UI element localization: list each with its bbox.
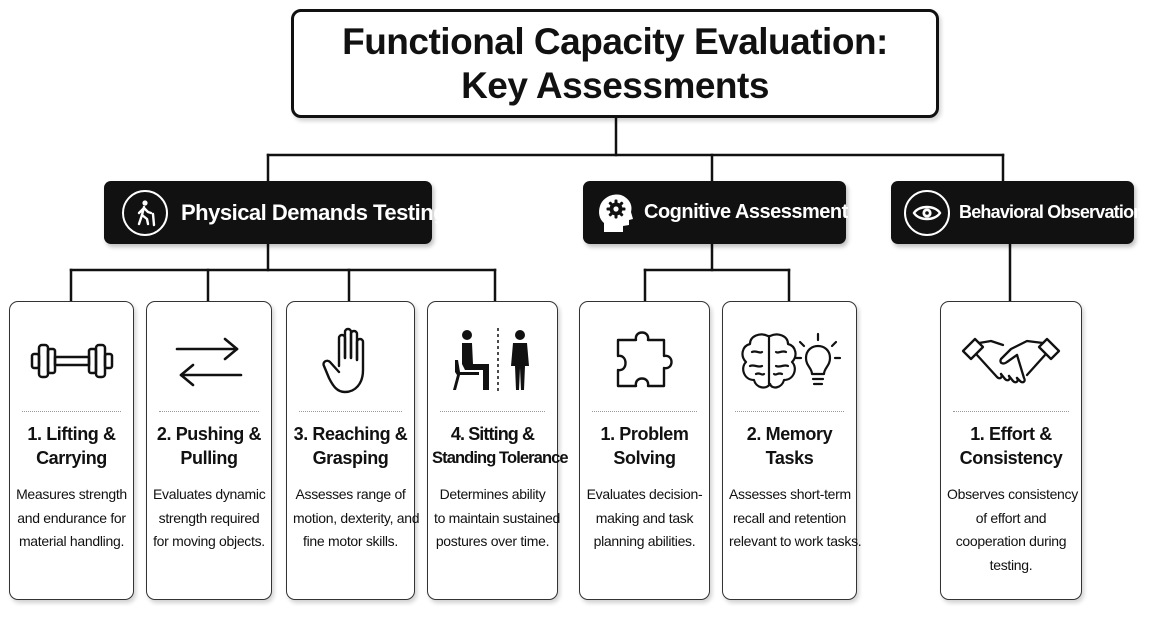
puzzle-piece-icon bbox=[580, 316, 709, 406]
card-divider bbox=[735, 411, 844, 412]
category-cognitive: Cognitive Assessment bbox=[583, 181, 848, 244]
walking-person-icon bbox=[122, 189, 168, 236]
card-sitting-standing: 4. Sitting & Standing Tolerance Determin… bbox=[427, 301, 569, 600]
card-problem-solving: 1. Problem Solving Evaluates decision- m… bbox=[579, 301, 710, 600]
card-title: 1. Effort & Consistency bbox=[959, 424, 1063, 468]
card-divider bbox=[953, 411, 1069, 412]
card-pushing-pulling: 2. Pushing & Pulling Evaluates dynamic s… bbox=[146, 301, 272, 600]
card-divider bbox=[592, 411, 697, 412]
card-description: Assesses short-term recall and retention… bbox=[729, 486, 862, 549]
head-gear-icon bbox=[597, 191, 635, 235]
card-title: 4. Sitting & Standing Tolerance bbox=[432, 424, 569, 467]
card-divider bbox=[159, 411, 259, 412]
card-memory-tasks: 2. Memory Tasks Assesses short-term reca… bbox=[722, 301, 862, 600]
category-label: Physical Demands Testing bbox=[181, 199, 447, 225]
card-title: 2. Pushing & Pulling bbox=[156, 424, 262, 468]
card-title: 1. Lifting & Carrying bbox=[27, 424, 116, 468]
diagram-title: Functional Capacity Evaluation: Key Asse… bbox=[291, 9, 939, 118]
card-divider bbox=[299, 411, 402, 412]
handshake-icon bbox=[941, 316, 1081, 406]
card-lifting-carrying: 1. Lifting & Carrying Measures strength … bbox=[9, 301, 134, 600]
sitting-standing-person-icon bbox=[428, 316, 557, 406]
card-description: Determines ability to maintain sustained… bbox=[434, 486, 561, 549]
card-effort-consistency: 1. Effort & Consistency Observes consist… bbox=[940, 301, 1082, 600]
eye-icon bbox=[904, 189, 950, 236]
brain-lightbulb-icon bbox=[723, 316, 856, 406]
open-hand-icon bbox=[287, 316, 414, 406]
push-pull-arrows-icon bbox=[147, 316, 271, 406]
category-label: Cognitive Assessment bbox=[644, 201, 848, 223]
card-description: Measures strength and endurance for mate… bbox=[16, 486, 127, 549]
card-description: Observes consistency of effort and coope… bbox=[947, 486, 1078, 573]
card-divider bbox=[440, 411, 545, 412]
title-line-1: Functional Capacity Evaluation: bbox=[342, 20, 888, 62]
category-behavioral: Behavioral Observation bbox=[891, 181, 1144, 244]
category-label: Behavioral Observation bbox=[959, 202, 1144, 222]
card-title: 1. Problem Solving bbox=[600, 424, 689, 468]
card-divider bbox=[22, 411, 121, 412]
category-physical-demands: Physical Demands Testing bbox=[104, 181, 447, 244]
card-reaching-grasping: 3. Reaching & Grasping Assesses range of… bbox=[286, 301, 420, 600]
card-description: Assesses range of motion, dexterity, and… bbox=[293, 486, 420, 549]
card-description: Evaluates dynamic strength required for … bbox=[153, 486, 266, 549]
card-description: Evaluates decision- making and task plan… bbox=[586, 486, 703, 549]
card-title: 3. Reaching & Grasping bbox=[293, 424, 408, 468]
card-title: 2. Memory Tasks bbox=[746, 424, 833, 468]
dumbbell-icon bbox=[10, 316, 133, 406]
title-line-2: Key Assessments bbox=[461, 64, 769, 106]
